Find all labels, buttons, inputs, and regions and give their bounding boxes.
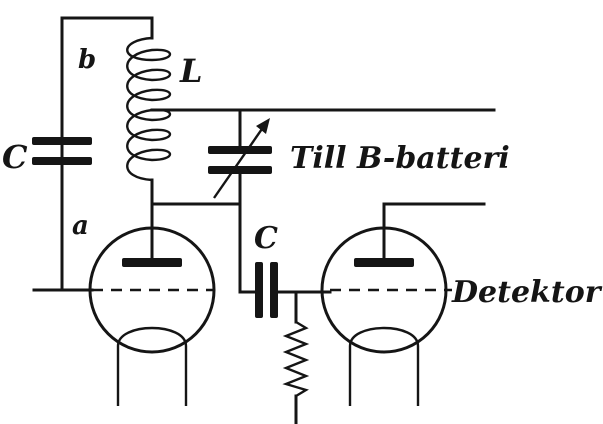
grid-leak-resistor	[282, 320, 310, 398]
label-capacitor-left: C	[2, 138, 28, 176]
cap-left-plate-top	[32, 137, 92, 145]
coil-turns	[126, 36, 172, 182]
tube-left-plate	[122, 258, 182, 267]
wire-right-plate-out	[382, 202, 486, 266]
cap-coupling-plate-left	[255, 262, 263, 318]
tube-right-filament	[348, 326, 420, 406]
tube-right-plate	[354, 258, 414, 267]
capacitor-left	[32, 137, 92, 165]
label-tap-a: a	[72, 211, 89, 241]
varcap-arrow	[213, 125, 265, 199]
label-tap-b: b	[78, 45, 96, 75]
varcap-plate-top	[208, 146, 272, 154]
variable-capacitor	[208, 118, 272, 199]
label-inductor: L	[179, 52, 203, 90]
label-detector: Detektor	[451, 275, 603, 310]
tube-right-detector	[320, 226, 452, 406]
varcap-arrow-head	[256, 118, 270, 134]
varcap-plate-bottom	[208, 166, 272, 174]
wire-top-loop	[60, 16, 154, 286]
tube-left-filament	[116, 326, 188, 406]
inductor-coil	[126, 36, 172, 182]
wire-varcap-bottom	[238, 170, 260, 294]
capacitor-coupling	[255, 262, 278, 318]
resistor-zigzag	[282, 320, 310, 398]
cap-coupling-plate-right	[270, 262, 278, 318]
wiring	[32, 16, 496, 424]
label-capacitor-coupling: C	[254, 221, 278, 256]
tube-left	[88, 226, 216, 406]
label-b-battery: Till B-batteri	[290, 141, 510, 176]
cap-left-plate-bottom	[32, 157, 92, 165]
